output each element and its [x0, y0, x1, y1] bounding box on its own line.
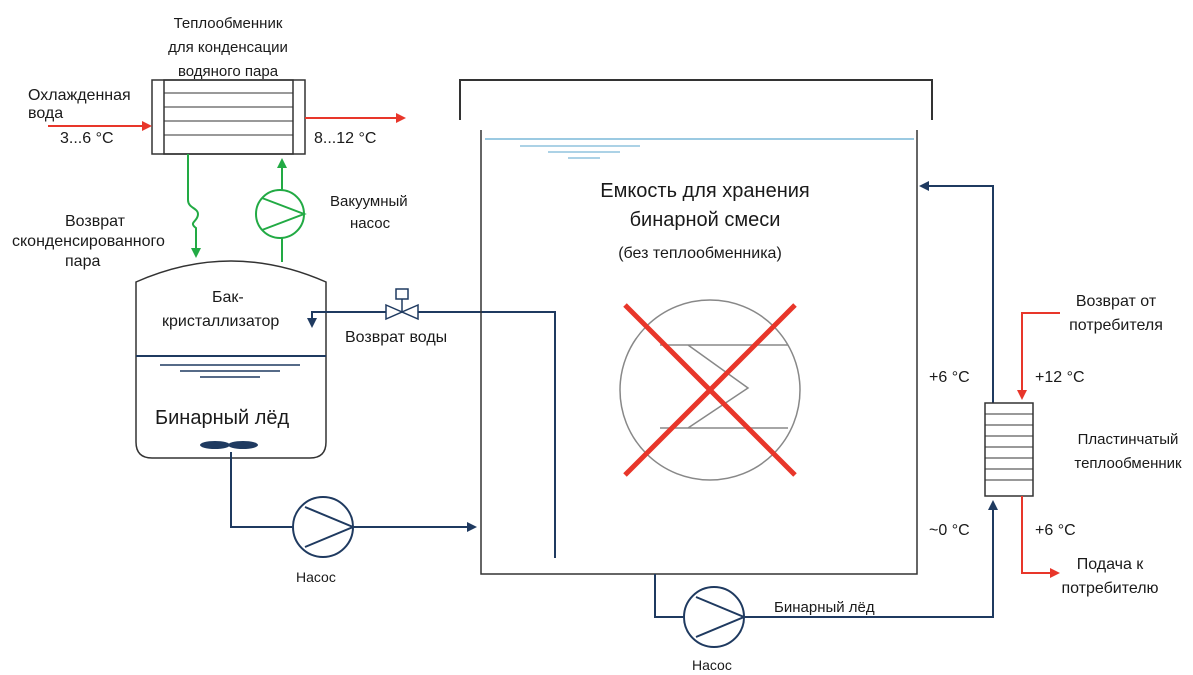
condensate-return-label-1: Возврат: [65, 213, 126, 230]
consumer-supply-line: [1021, 496, 1060, 578]
condenser-heat-exchanger: [151, 79, 306, 155]
binary-ice-line-label: Бинарный лёд: [774, 599, 875, 616]
vacuum-pump-label-1: Вакуумный: [330, 193, 408, 210]
temp-out-label: 8...12 °C: [314, 130, 376, 147]
consumer-return-line: [1017, 312, 1060, 400]
binary-ice-outlet-line-2: [745, 500, 998, 618]
plate-heat-exchanger: [984, 402, 1034, 497]
storage-tank-label-2: бинарной смеси: [630, 209, 781, 231]
condensate-return-label-2: сконденсированного: [12, 233, 165, 250]
removed-heat-exchanger-icon: [619, 299, 801, 481]
consumer-return-label-1: Возврат от: [1076, 293, 1157, 310]
binary-ice-outlet-line: [654, 574, 683, 618]
pump-1-label: Насос: [296, 569, 336, 585]
condenser-label-3: водяного пара: [178, 63, 279, 80]
binary-ice-tank-label: Бинарный лёд: [155, 407, 290, 429]
condensate-return-line: [187, 154, 201, 258]
agitator-icon: [200, 441, 258, 449]
storage-tank-label-1: Емкость для хранения: [600, 180, 810, 202]
storage-tank: [459, 79, 933, 575]
pump-2-label: Насос: [692, 657, 732, 673]
plate-hx-label-1: Пластинчатый: [1078, 431, 1179, 448]
temp-plus6-right-label: +6 °C: [1035, 522, 1076, 539]
cooled-water-label-2: вода: [28, 105, 63, 122]
cross-out-icon: [623, 303, 797, 477]
return-to-storage-line: [919, 181, 994, 403]
valve-icon: [385, 288, 419, 321]
crystallizer-label-1: Бак-: [212, 289, 244, 306]
condenser-label-2: для конденсации: [168, 39, 288, 56]
temp-plus6-left-label: +6 °C: [929, 369, 970, 386]
plate-hx-label-2: теплообменник: [1074, 455, 1182, 472]
consumer-supply-label-1: Подача к: [1077, 556, 1145, 573]
condenser-label-1: Теплообменник: [174, 15, 283, 32]
water-return-label: Возврат воды: [345, 329, 447, 346]
pump-1-icon: [292, 496, 356, 558]
temp-zero-label: ~0 °C: [929, 522, 970, 539]
condensate-return-label-3: пара: [65, 253, 100, 270]
vacuum-pump-label-2: насос: [350, 215, 391, 232]
cooled-water-label-1: Охлажденная: [28, 87, 131, 104]
consumer-return-label-2: потребителя: [1069, 317, 1163, 334]
no-hx-label: (без теплообменника): [618, 245, 782, 262]
vacuum-pump-icon: [255, 189, 307, 239]
consumer-supply-label-2: потребителю: [1061, 580, 1158, 597]
crystallizer-label-2: кристаллизатор: [162, 313, 279, 330]
temp-plus12-label: +12 °C: [1035, 369, 1085, 386]
water-return-line: [307, 311, 556, 558]
binary-ice-feed-line: [230, 452, 292, 528]
pump-2-icon: [683, 586, 747, 648]
temp-in-label: 3...6 °C: [60, 130, 114, 147]
crystallizer-tank: [135, 260, 327, 459]
